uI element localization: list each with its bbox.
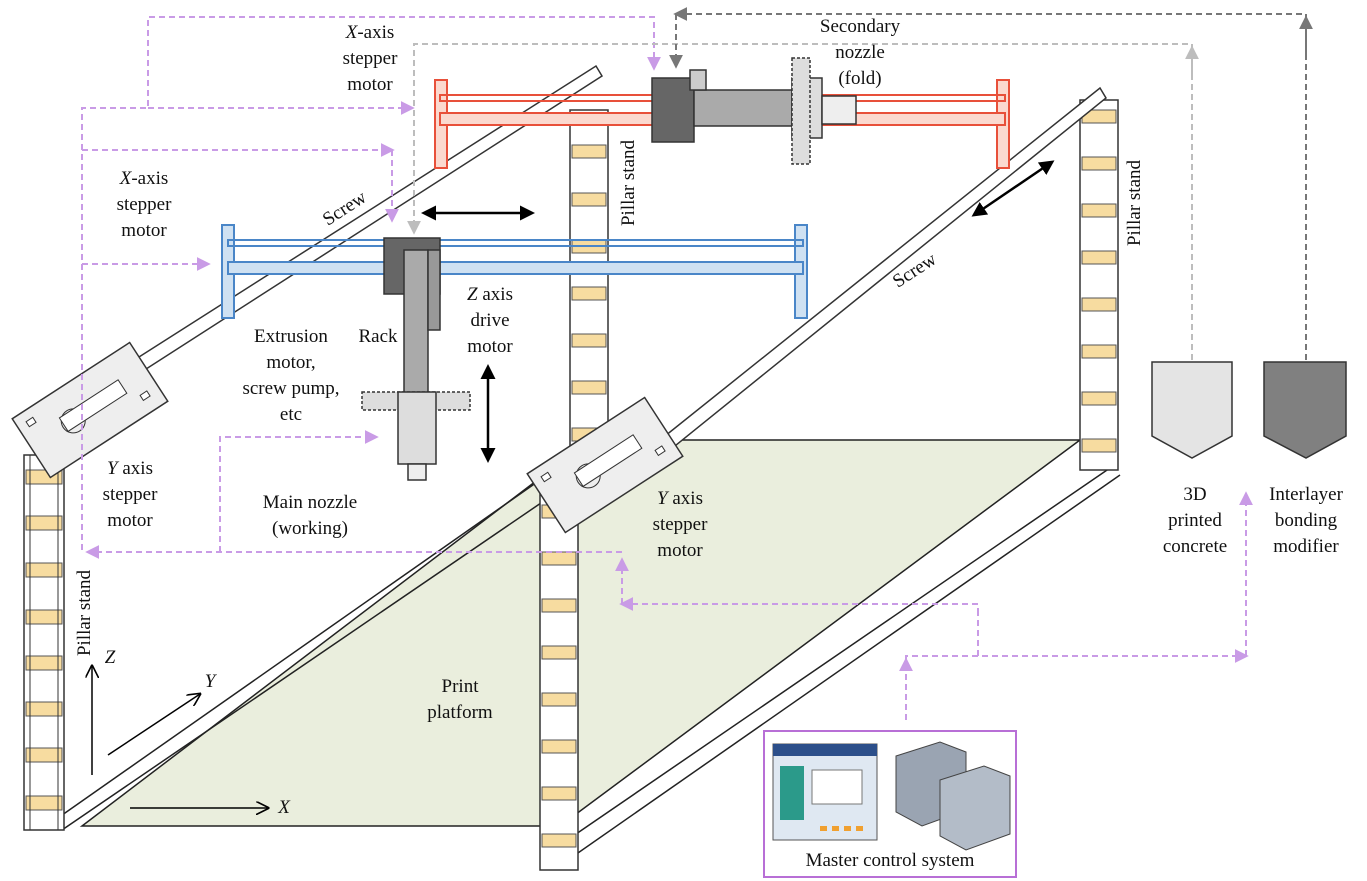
modifier-hopper [1264, 362, 1346, 458]
label-master-control: Master control system [770, 848, 1010, 874]
concrete-hopper [1152, 362, 1232, 458]
screw-right [600, 88, 1106, 500]
label-pillar-center: Pillar stand [616, 128, 642, 238]
label-pillar-left: Pillar stand [72, 558, 98, 668]
label-axis-y: Y [198, 669, 222, 695]
label-axis-z: Z [98, 645, 122, 671]
label-rack: Rack [348, 324, 408, 350]
label-main-nozzle: Main nozzle(working) [240, 490, 380, 542]
label-pillar-right: Pillar stand [1122, 148, 1148, 258]
pillar-left [24, 455, 64, 830]
pillar-right [1080, 100, 1118, 470]
label-axis-x: X [272, 795, 296, 821]
